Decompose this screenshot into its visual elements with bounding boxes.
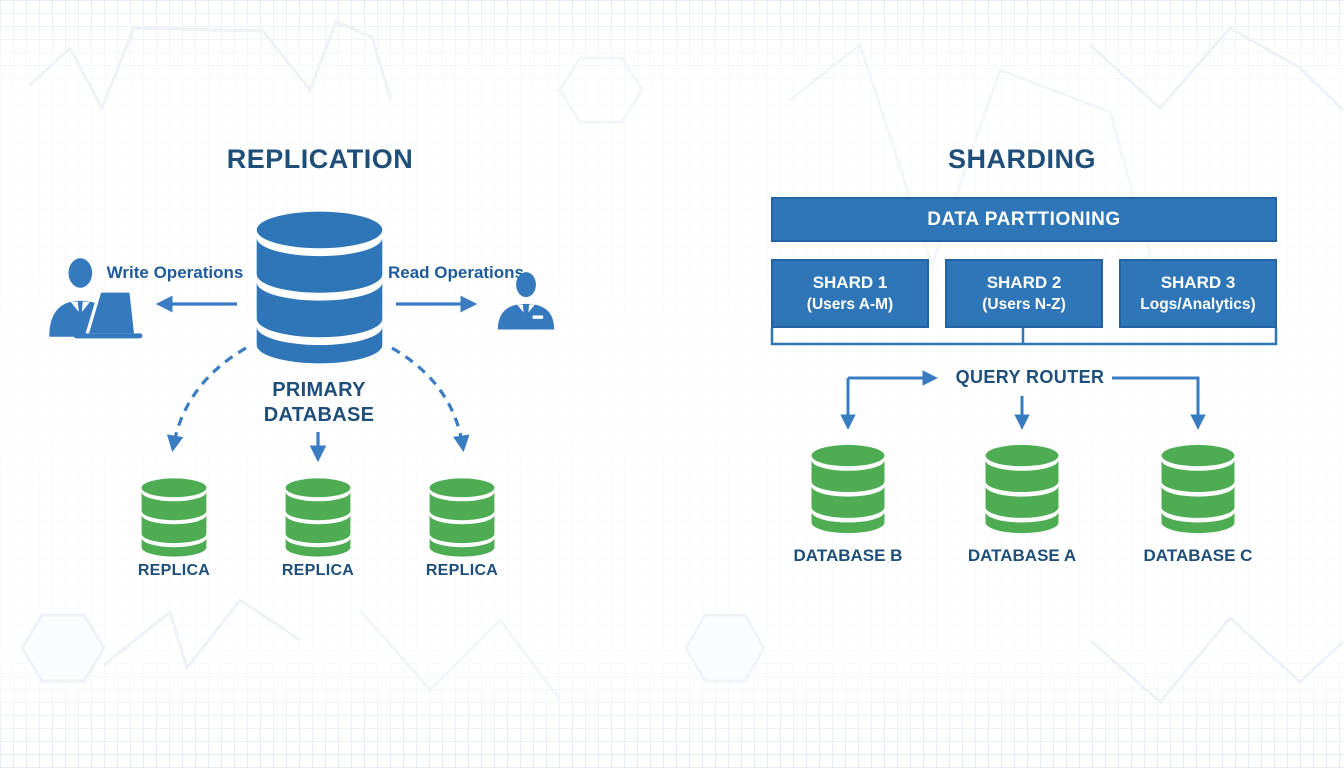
data-partitioning-banner-label: DATA PARTTIONING <box>927 208 1121 230</box>
shard-3-box: SHARD 3 Logs/Analytics) <box>1119 259 1277 328</box>
query-router-label: QUERY ROUTER <box>955 367 1105 387</box>
primary-to-right-replica-dashed-arrow <box>391 346 470 453</box>
database-a-label: DATABASE A <box>967 546 1077 565</box>
router-to-right-database-arrow <box>1112 376 1206 430</box>
replica-database-cylinder-icon-2 <box>284 477 352 558</box>
database-c-label: DATABASE C <box>1143 546 1253 565</box>
zigzag-bottom-left <box>103 597 301 672</box>
shard-3-name: SHARD 3 <box>1160 273 1236 292</box>
shard-2-name: SHARD 2 <box>986 273 1062 292</box>
shard-database-cylinder-icon-b <box>810 443 886 535</box>
zigzag-top-right <box>789 42 1162 291</box>
write-user-laptop-icon <box>49 258 143 339</box>
hexagon-top-center <box>558 56 644 124</box>
write-operations-label: Write Operations <box>106 263 244 282</box>
replica-label-2: REPLICA <box>281 562 355 579</box>
shard-2-subtitle: (Users N-Z) <box>982 296 1066 313</box>
hexagon-bottom-center <box>684 613 766 683</box>
shard-3-subtitle: Logs/Analytics) <box>1140 296 1256 313</box>
primary-to-left-replica-dashed-arrow <box>166 346 247 453</box>
zigzag-bottom-center-left <box>358 609 562 701</box>
shard-database-cylinder-icon-c <box>1160 443 1236 535</box>
replica-label-1: REPLICA <box>137 562 211 579</box>
replica-database-cylinder-icon-1 <box>140 477 208 558</box>
zigzag-top-left <box>28 20 393 112</box>
database-b-label: DATABASE B <box>793 546 903 565</box>
read-operations-label: Read Operations <box>387 263 525 282</box>
primary-database-cylinder-icon <box>254 209 385 366</box>
replication-title: REPLICATION <box>226 144 414 174</box>
data-partitioning-banner: DATA PARTTIONING <box>771 197 1277 242</box>
shard-database-cylinder-icon-a <box>984 443 1060 535</box>
shard-2-box: SHARD 2 (Users N-Z) <box>945 259 1103 328</box>
shard-1-subtitle: (Users A-M) <box>806 296 894 313</box>
sharding-title: SHARDING <box>947 144 1096 174</box>
zigzag-bottom-right <box>1089 615 1344 705</box>
shard-1-name: SHARD 1 <box>812 273 888 292</box>
zigzag-top-far-right <box>1088 26 1344 112</box>
hexagon-bottom-left <box>20 613 106 683</box>
read-user-icon <box>497 272 555 330</box>
replica-label-3: REPLICA <box>425 562 499 579</box>
shard-1-box: SHARD 1 (Users A-M) <box>771 259 929 328</box>
primary-database-label: PRIMARY DATABASE <box>263 379 375 426</box>
replica-database-cylinder-icon-3 <box>428 477 496 558</box>
